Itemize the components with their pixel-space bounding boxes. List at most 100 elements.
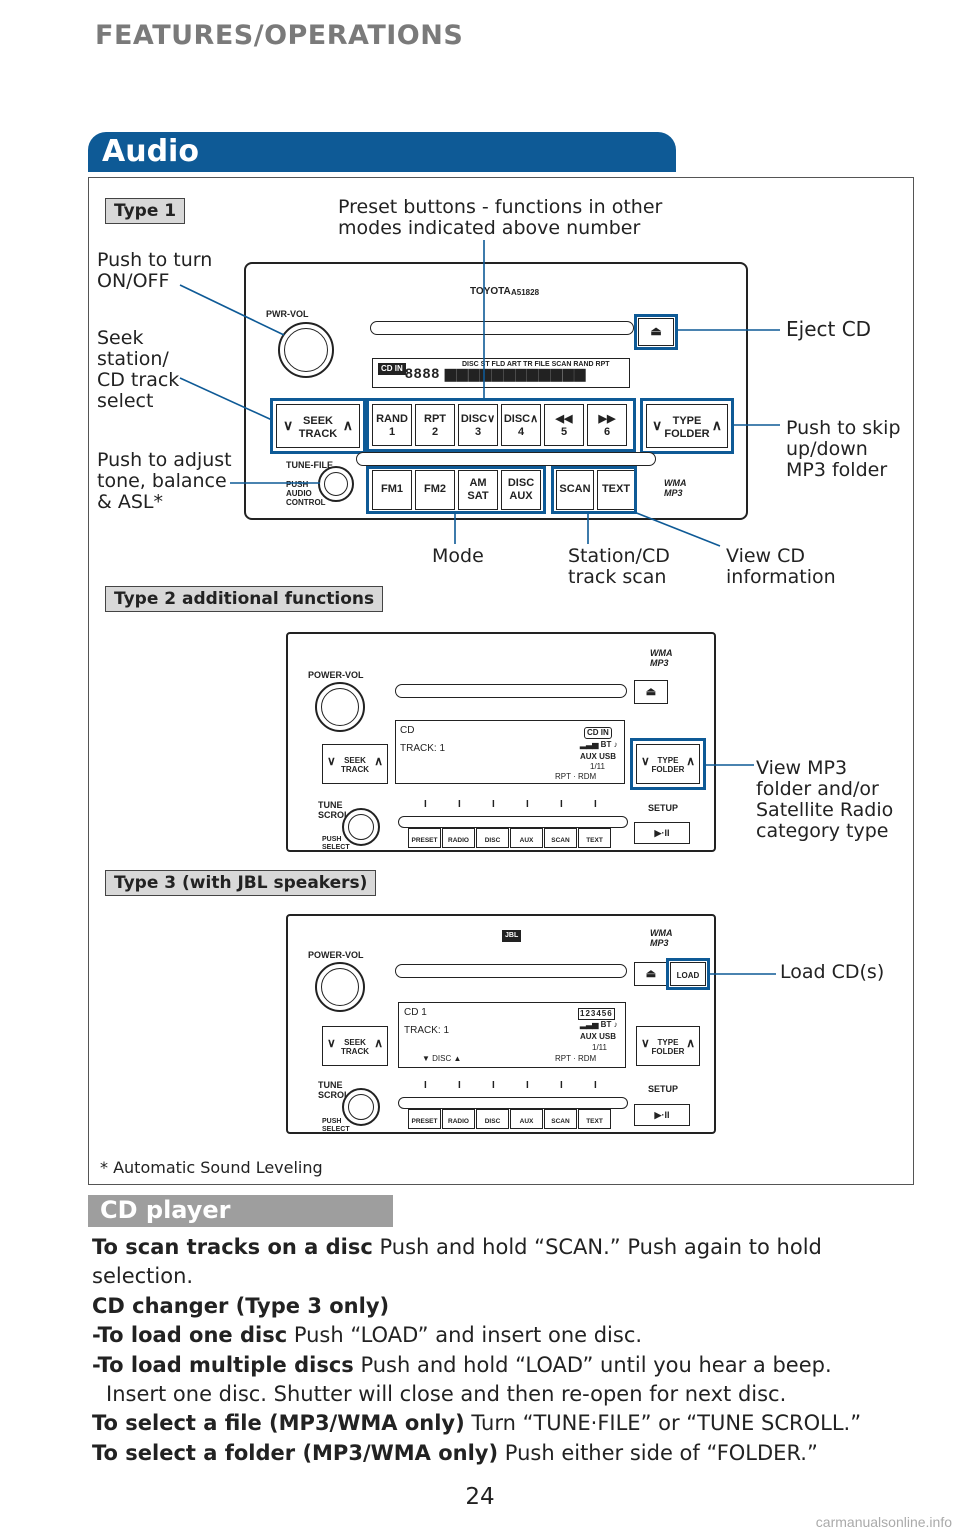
radio3-display [398, 1002, 626, 1068]
callout-skip-folder: Push to skip up/down MP3 folder [786, 417, 901, 481]
radio1-audio-knob[interactable] [318, 466, 354, 502]
callout-load: Load CD(s) [780, 961, 885, 983]
radio3-disc-slots: 123456 [578, 1008, 615, 1020]
radio3-preset-tick[interactable]: I [492, 1080, 495, 1091]
radio2-track-count: 1/11 [590, 762, 605, 771]
radio1-folder-highlight [640, 398, 734, 454]
radio1-seek-track-button[interactable]: ∨SEEK TRACK∧ [276, 404, 360, 448]
radio3-display-disc: ▼ DISC ▲ [422, 1054, 462, 1063]
callout-scan: Station/CD track scan [568, 545, 670, 588]
radio2-aux-button[interactable]: AUX [510, 828, 543, 848]
callout-view-mp3: View MP3 folder and/or Satellite Radio c… [756, 757, 894, 842]
radio3-tune-knob[interactable] [342, 1088, 380, 1126]
changer-heading-bold: CD changer (Type 3 only) [92, 1293, 390, 1318]
radio3-preset-tick[interactable]: I [526, 1080, 529, 1091]
radio2-display-track: TRACK: 1 [400, 743, 446, 754]
radio1-disc-aux-button[interactable]: DISC AUX [501, 470, 541, 510]
radio1-pwr-vol-label: PWR-VOL [266, 309, 309, 319]
radio3-disc-button[interactable]: DISC [476, 1109, 509, 1129]
radio3-radio-button[interactable]: RADIO [442, 1109, 475, 1129]
radio2-preset-tick[interactable]: I [560, 799, 563, 810]
radio2-preset-tick[interactable]: I [492, 799, 495, 810]
radio1-preset-number: 6 [603, 426, 611, 438]
radio3-scan-button[interactable]: SCAN [544, 1109, 577, 1129]
radio2-type-folder-button[interactable]: ∨TYPE FOLDER∧ [636, 744, 700, 784]
radio3-preset-tick[interactable]: I [458, 1080, 461, 1091]
radio1-wma-mp3-logo: WMA MP3 [664, 478, 687, 498]
radio1-preset-button-6[interactable]: ▶▶6 [587, 404, 627, 446]
radio3-load-highlight [666, 958, 710, 990]
radio1-fm2-button[interactable]: FM2 [415, 470, 455, 510]
radio2-text-button[interactable]: TEXT [578, 828, 611, 848]
radio2-preset-tick[interactable]: I [526, 799, 529, 810]
watermark: carmanualsonline.info [815, 1514, 952, 1530]
load-one-text: Push “LOAD” and insert one disc. [287, 1323, 643, 1348]
radio1-eject-button[interactable]: ⏏ [638, 318, 674, 346]
radio2-radio-button[interactable]: RADIO [442, 828, 475, 848]
audio-tab: Audio [88, 132, 676, 172]
radio3-display-track: TRACK: 1 [404, 1025, 450, 1036]
radio3-load-button[interactable]: LOAD [670, 962, 706, 986]
radio2-scan-button[interactable]: SCAN [544, 828, 577, 848]
radio2-display-title: CD [400, 725, 415, 736]
radio1-scan-button[interactable]: SCAN [556, 470, 594, 510]
radio3-preset-tick[interactable]: I [560, 1080, 563, 1091]
radio3-push-select-label: PUSH SELECT [322, 1118, 350, 1133]
radio2-cd-in-indicator: CD IN [584, 727, 612, 739]
radio3-preset-tick[interactable]: I [424, 1080, 427, 1091]
radio1-type-folder-button[interactable]: ∨TYPE FOLDER∧ [646, 404, 728, 448]
footnote: * Automatic Sound Leveling [100, 1158, 323, 1177]
radio3-preset-tick[interactable]: I [594, 1080, 597, 1091]
radio2-eject-button[interactable]: ⏏ [634, 680, 668, 704]
radio2-seek-track-button[interactable]: ∨SEEK TRACK∧ [322, 744, 388, 784]
radio1-brand: TOYOTA [470, 286, 511, 297]
radio2-power-knob[interactable] [315, 682, 365, 732]
audio-tab-label: Audio [102, 134, 199, 169]
radio2-preset-tick[interactable]: I [458, 799, 461, 810]
load-multi-continued: Insert one disc. Shutter will close and … [106, 1382, 787, 1407]
radio3-text-button[interactable]: TEXT [578, 1109, 611, 1129]
radio1-text-button[interactable]: TEXT [597, 470, 635, 510]
leader-power [179, 284, 285, 336]
radio3-type-folder-button[interactable]: ∨TYPE FOLDER∧ [636, 1026, 700, 1066]
type2-label: Type 2 additional functions [105, 586, 384, 612]
radio3-aux-button[interactable]: AUX [510, 1109, 543, 1129]
radio3-seek-track-button[interactable]: ∨SEEK TRACK∧ [322, 1026, 388, 1066]
type1-label: Type 1 [105, 198, 186, 224]
radio1-preset-button-4[interactable]: DISC∧4 [501, 404, 541, 446]
radio2-wma-mp3-logo: WMA MP3 [650, 648, 673, 668]
leader-view-cd [633, 511, 721, 547]
scan-instruction-text: Push and hold “SCAN.” Push again to hold… [92, 1235, 822, 1289]
radio3-preset-button[interactable]: PRESET [408, 1109, 441, 1129]
folder-bold: To select a folder (MP3/WMA only) [92, 1440, 499, 1465]
radio1-am-sat-button[interactable]: AM SAT [458, 470, 498, 510]
radio3-power-knob[interactable] [315, 962, 365, 1012]
radio1-power-knob[interactable] [278, 322, 334, 378]
radio2-display [395, 720, 625, 784]
audio-figure-frame [88, 177, 914, 1185]
radio1-preset-top-label: ▶▶ [598, 413, 616, 425]
radio3-seek-label: SEEK TRACK [341, 1038, 369, 1056]
radio2-preset-tick[interactable]: I [594, 799, 597, 810]
radio2-preset-button[interactable]: PRESET [408, 828, 441, 848]
radio2-preset-tick[interactable]: I [424, 799, 427, 810]
radio1-eject-highlight [634, 314, 678, 350]
radio2-push-select-label: PUSH SELECT [322, 836, 350, 851]
radio2-play-pause-button[interactable]: ▶·II [634, 822, 690, 844]
radio2-tune-knob[interactable] [342, 808, 380, 846]
radio1-mode-highlight [366, 466, 546, 514]
radio3-tune-scroll-label: TUNE SCROLL [318, 1080, 355, 1100]
file-bold: To select a file (MP3/WMA only) [92, 1411, 465, 1436]
radio3-eject-button[interactable]: ⏏ [634, 962, 668, 986]
radio1-preset-button-3[interactable]: DISC∨3 [458, 404, 498, 446]
radio1-seek-highlight [270, 398, 366, 454]
radio1-preset-button-5[interactable]: ◀◀5 [544, 404, 584, 446]
radio3-jbl-logo: JBL [502, 930, 522, 942]
radio1-scan-text-highlight [551, 466, 637, 514]
radio3-play-pause-button[interactable]: ▶·II [634, 1104, 690, 1126]
radio1-fm1-button[interactable]: FM1 [372, 470, 412, 510]
radio1-display [372, 358, 630, 388]
radio2-disc-button[interactable]: DISC [476, 828, 509, 848]
